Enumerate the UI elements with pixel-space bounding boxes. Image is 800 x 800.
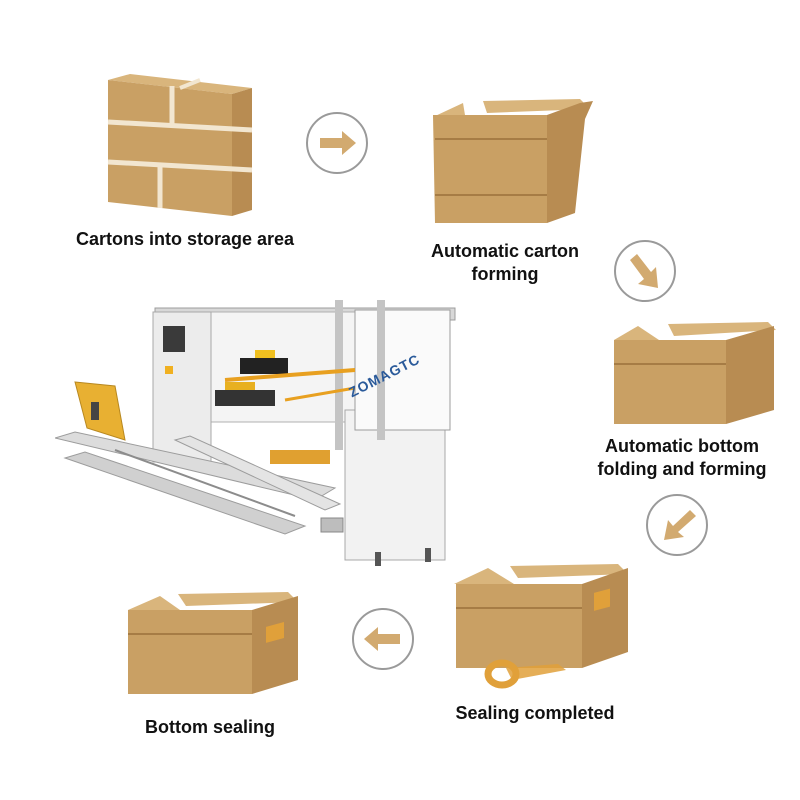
stacked-cartons-image: [107, 74, 253, 216]
flow-arrow-4: [352, 608, 414, 670]
step-1-label: Cartons into storage area: [75, 229, 295, 249]
step-3-label-line1: Automatic bottom: [605, 436, 759, 456]
arrow-left-icon: [364, 627, 400, 651]
step-3-label-line2: folding and forming: [597, 459, 767, 479]
arrow-down-right-icon: [630, 254, 658, 288]
flow-arrow-2: [614, 240, 676, 302]
flow-arrow-3: [646, 494, 708, 556]
sealed-carton-image: [454, 564, 628, 689]
step-4-label: Sealing completed: [455, 703, 615, 723]
bottom-folding-carton-image: [614, 322, 776, 424]
step-5-label: Bottom sealing: [144, 717, 275, 737]
carton-erector-machine-image: [55, 300, 456, 566]
arrow-down-left-icon: [664, 510, 696, 540]
bottom-sealing-carton-image: [128, 592, 298, 694]
open-carton-image: [433, 99, 593, 223]
arrow-right-icon: [320, 131, 356, 155]
flow-arrow-1: [306, 112, 368, 174]
step-2-label-line1: Automatic carton: [430, 241, 580, 261]
step-2-label-line2: forming: [471, 264, 539, 284]
